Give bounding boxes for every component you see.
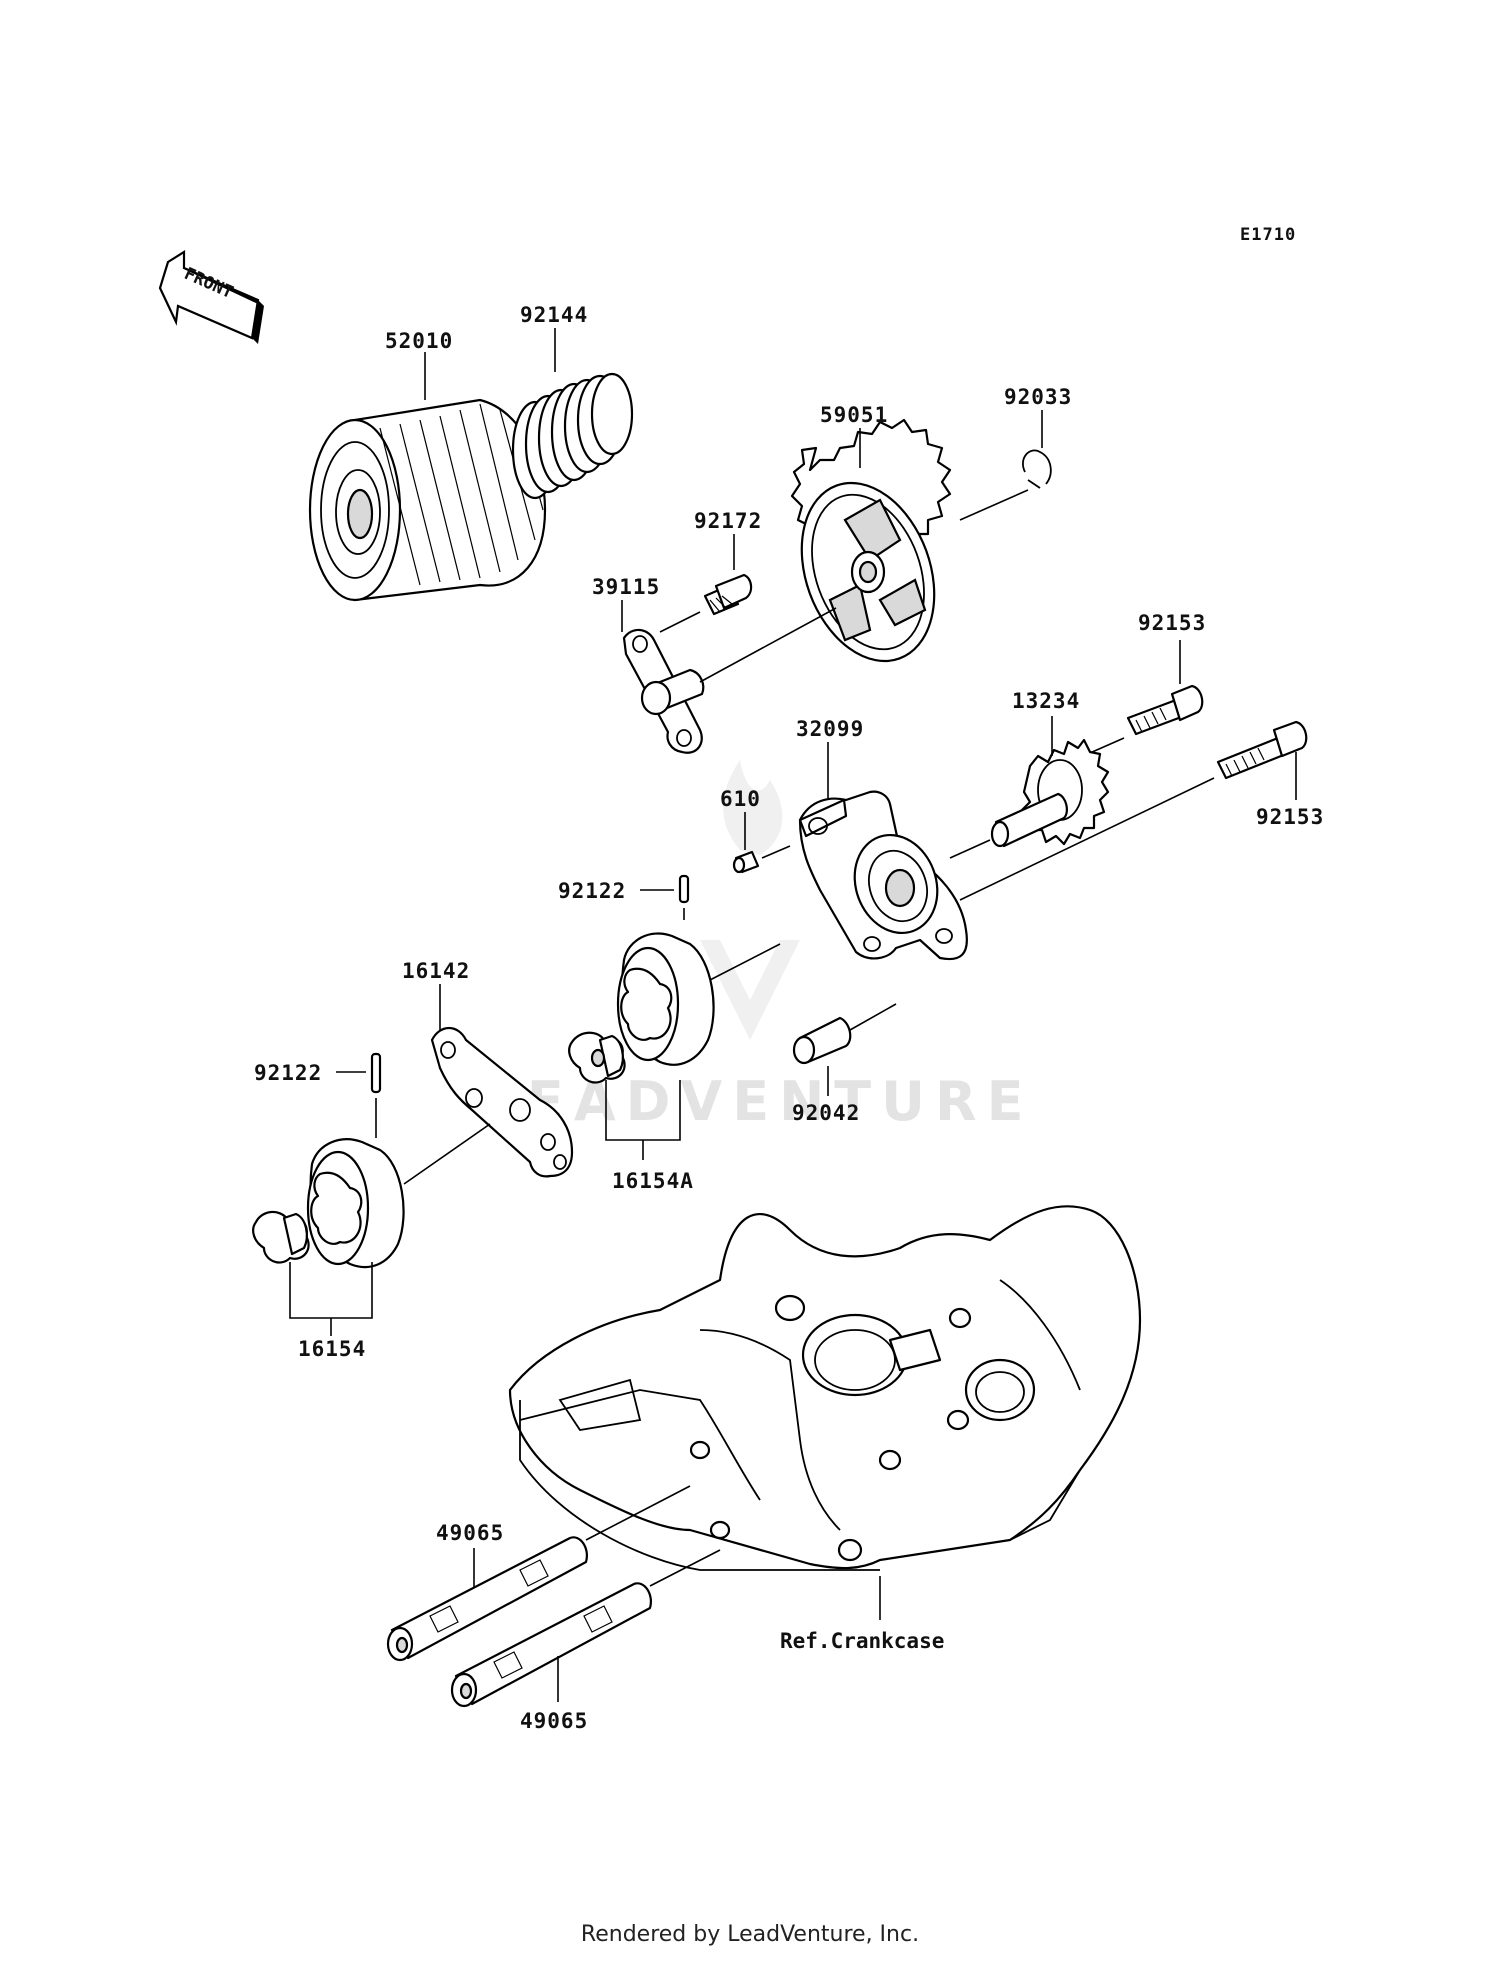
part-label-59051: 59051 xyxy=(820,403,888,427)
part-label-92153-upper: 92153 xyxy=(1138,611,1206,635)
bushing-part xyxy=(792,1016,852,1065)
inner-rotor-upper-part xyxy=(568,1031,626,1084)
oil-filter-part xyxy=(308,398,547,602)
part-label-92033: 92033 xyxy=(1004,385,1072,409)
pin-92122-upper-part xyxy=(678,874,690,904)
part-label-16154A: 16154A xyxy=(612,1169,694,1193)
screw-part xyxy=(703,573,753,616)
pin-92122-lower-part xyxy=(370,1052,382,1094)
part-label-92172: 92172 xyxy=(694,509,762,533)
part-label-16154: 16154 xyxy=(298,1337,366,1361)
front-arrow-icon xyxy=(158,250,264,344)
dowel-pin-610-part xyxy=(732,850,760,874)
part-label-16142: 16142 xyxy=(402,959,470,983)
part-label-92153-right: 92153 xyxy=(1256,805,1324,829)
pump-shaft-plate-part xyxy=(622,607,837,754)
diagram-code: E1710 xyxy=(1240,225,1296,245)
outer-rotor-upper-part xyxy=(616,932,715,1066)
part-label-49065-lower: 49065 xyxy=(520,1709,588,1733)
watermark-logo xyxy=(700,760,800,1040)
part-label-610: 610 xyxy=(720,787,761,811)
sprocket-part xyxy=(790,418,952,663)
outer-rotor-lower-part xyxy=(306,1138,405,1269)
pump-gear-part xyxy=(990,738,1110,848)
ref-crankcase-label: Ref.Crankcase xyxy=(780,1629,944,1653)
part-label-92144: 92144 xyxy=(520,303,588,327)
pump-cover-plate-part xyxy=(430,1026,574,1178)
footer-credit: Rendered by LeadVenture, Inc. xyxy=(580,1922,920,1947)
part-label-39115: 39115 xyxy=(592,575,660,599)
bolt-upper-part xyxy=(1126,684,1204,736)
oil-pump-body-part xyxy=(798,790,968,961)
oil-strainer-lower-part xyxy=(450,1582,652,1708)
part-label-92122-upper: 92122 xyxy=(558,879,626,903)
part-label-13234: 13234 xyxy=(1012,689,1080,713)
spring-part xyxy=(511,372,634,500)
inner-rotor-lower-part xyxy=(252,1210,310,1264)
part-label-32099: 32099 xyxy=(796,717,864,741)
crankcase-part xyxy=(508,1205,1142,1571)
circlip-part xyxy=(1022,449,1052,489)
bolt-right-part xyxy=(1216,720,1308,780)
oil-strainer-upper-part xyxy=(386,1536,588,1662)
watermark-text: LEADVENTURE xyxy=(483,1070,1034,1133)
part-label-92042: 92042 xyxy=(792,1101,860,1125)
part-label-49065-upper: 49065 xyxy=(436,1521,504,1545)
part-label-52010: 52010 xyxy=(385,329,453,353)
part-label-92122-lower: 92122 xyxy=(254,1061,322,1085)
